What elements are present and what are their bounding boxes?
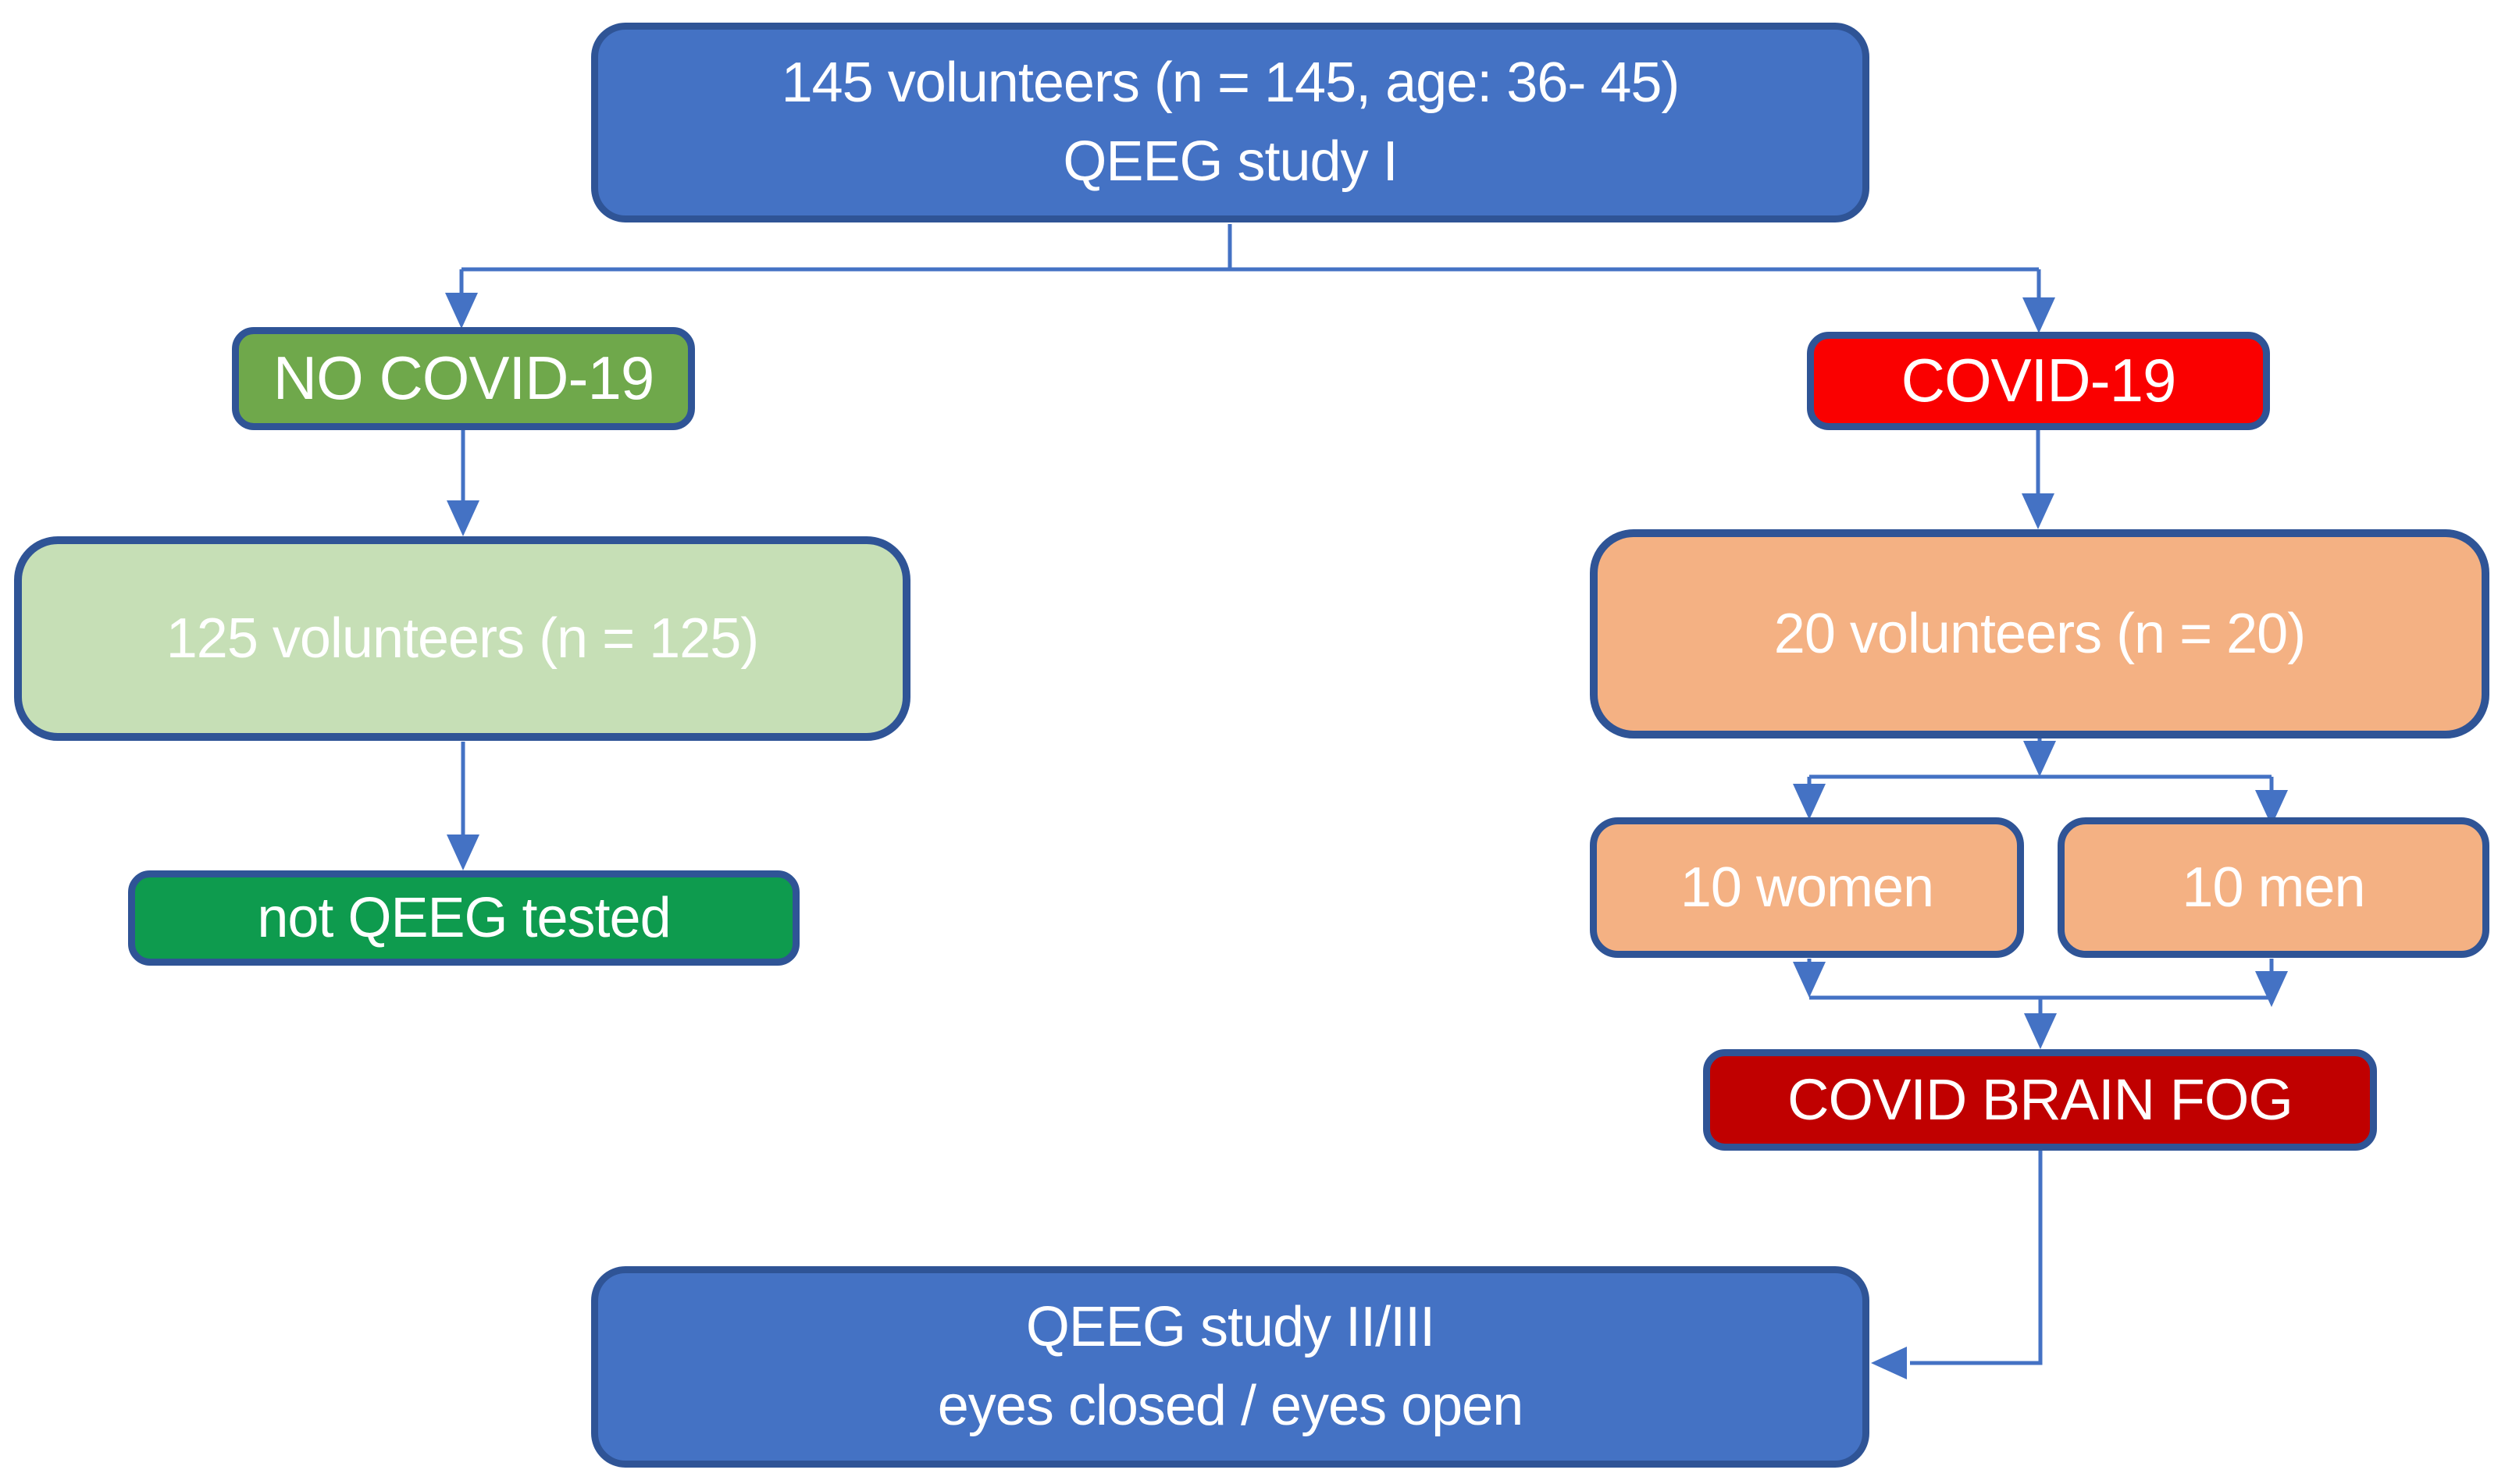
node-no-covid-label: NO COVID-19: [273, 343, 654, 413]
node-not-qeeg-tested: not QEEG tested: [128, 870, 800, 966]
node-covid-brain-fog: COVID BRAIN FOG: [1703, 1049, 2377, 1151]
node-qeeg-study-1-line2: QEEG study I: [1063, 130, 1398, 193]
node-no-covid: NO COVID-19: [232, 327, 695, 430]
node-qeeg-study-2-3-line2: eyes closed / eyes open: [937, 1375, 1523, 1437]
node-qeeg-study-1: 145 volunteers (n = 145, age: 36- 45) QE…: [591, 23, 1869, 222]
node-10-men-label: 10 men: [2182, 856, 2365, 919]
node-covid-label: COVID-19: [1901, 346, 2177, 415]
node-10-women-label: 10 women: [1680, 856, 1934, 919]
node-not-qeeg-tested-label: not QEEG tested: [257, 886, 671, 949]
node-20-volunteers: 20 volunteers (n = 20): [1590, 529, 2489, 738]
node-qeeg-study-1-line1: 145 volunteers (n = 145, age: 36- 45): [781, 52, 1680, 115]
connector-nocovid-to-v125: [447, 430, 479, 536]
node-20-volunteers-label: 20 volunteers (n = 20): [1773, 602, 2306, 665]
connector-v125-to-nottested: [447, 742, 479, 870]
node-qeeg-study-2-3-line1: QEEG study II/III: [1025, 1296, 1435, 1359]
connector-v20-split: [1793, 738, 2288, 826]
node-10-men: 10 men: [2058, 817, 2489, 958]
node-qeeg-study-2-3: QEEG study II/III eyes closed / eyes ope…: [591, 1266, 1869, 1468]
node-10-women: 10 women: [1590, 817, 2024, 958]
connector-top-split: [445, 224, 2055, 333]
node-125-volunteers: 125 volunteers (n = 125): [14, 536, 910, 741]
node-covid: COVID-19: [1807, 332, 2270, 430]
connector-covid-to-v20: [2022, 430, 2054, 529]
node-covid-brain-fog-label: COVID BRAIN FOG: [1787, 1067, 2293, 1133]
connector-merge-to-brainfog: [1793, 959, 2288, 1049]
node-125-volunteers-label: 125 volunteers (n = 125): [166, 607, 760, 670]
connector-brainfog-to-study23: [1871, 1151, 2043, 1379]
